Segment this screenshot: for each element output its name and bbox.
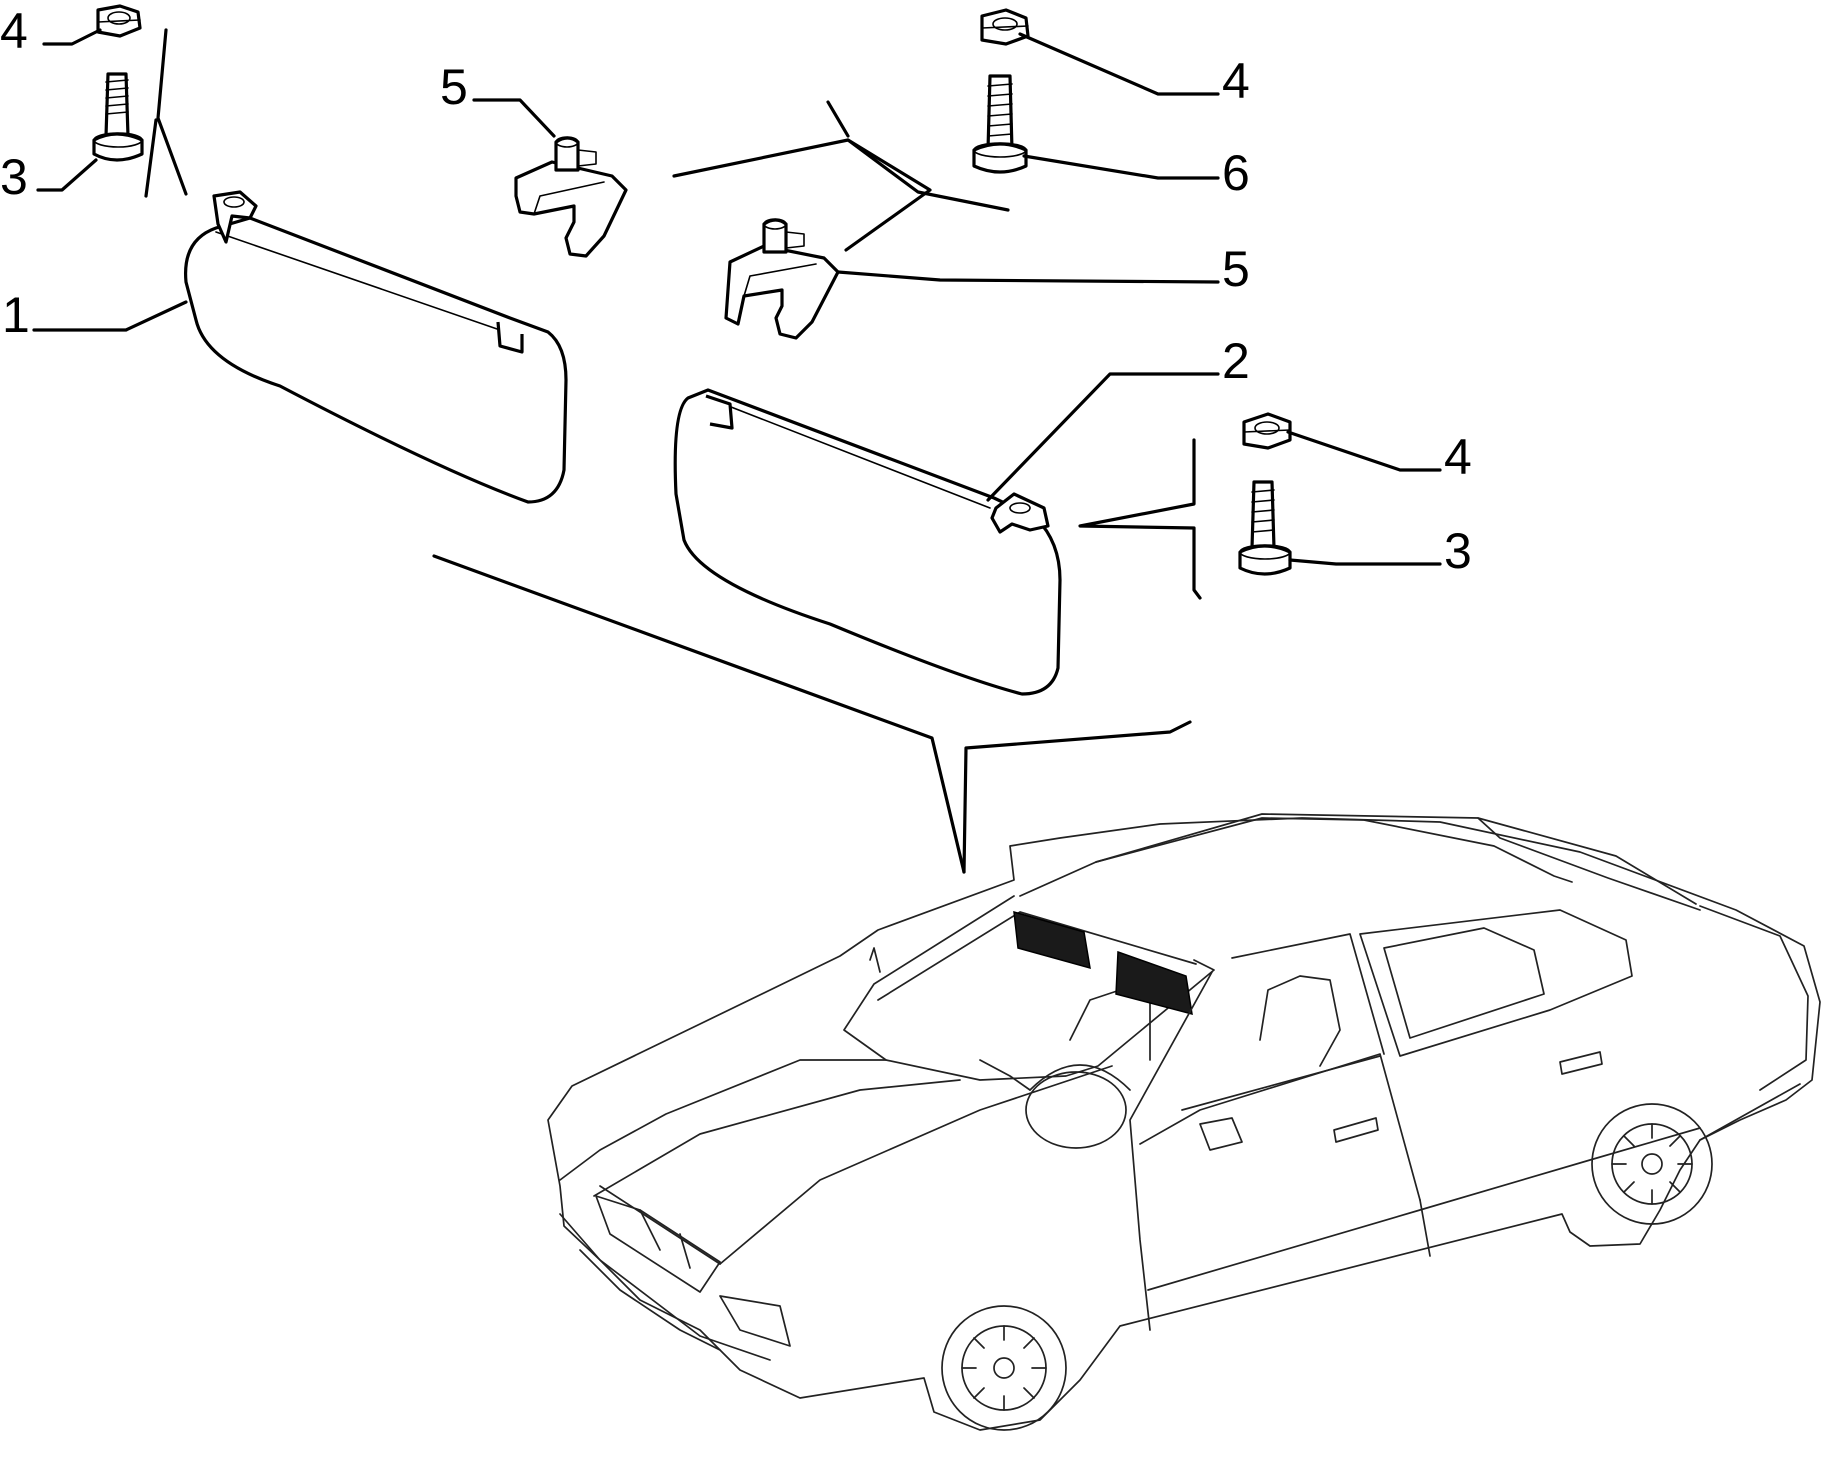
right-nut xyxy=(1242,412,1292,450)
right-screw xyxy=(1238,480,1292,576)
car-illustration xyxy=(547,813,1821,1431)
car-right-visor-highlight xyxy=(1115,950,1193,1016)
car-left-visor-highlight xyxy=(1013,910,1091,970)
right-visor-bracket xyxy=(724,218,840,340)
callout-right-visor: 2 xyxy=(1222,333,1250,389)
right-sun-visor xyxy=(673,388,1062,696)
callout-right-nut: 4 xyxy=(1444,429,1472,485)
left-visor-bracket xyxy=(514,136,628,258)
callout-right-bracket: 5 xyxy=(1222,241,1250,297)
callout-right-top-nut: 4 xyxy=(1222,53,1250,109)
left-nut xyxy=(96,4,142,38)
callout-right-screw: 3 xyxy=(1444,523,1472,579)
right-top-nut xyxy=(980,8,1030,46)
callout-left-visor: 1 xyxy=(2,287,30,343)
left-screw xyxy=(92,72,144,162)
callout-right-top-screw: 6 xyxy=(1222,145,1250,201)
left-sun-visor xyxy=(183,190,568,504)
callout-left-bracket: 5 xyxy=(440,59,468,115)
callout-left-screw: 3 xyxy=(0,149,28,205)
callout-left-nut: 4 xyxy=(0,3,28,59)
right-top-screw xyxy=(972,74,1028,174)
